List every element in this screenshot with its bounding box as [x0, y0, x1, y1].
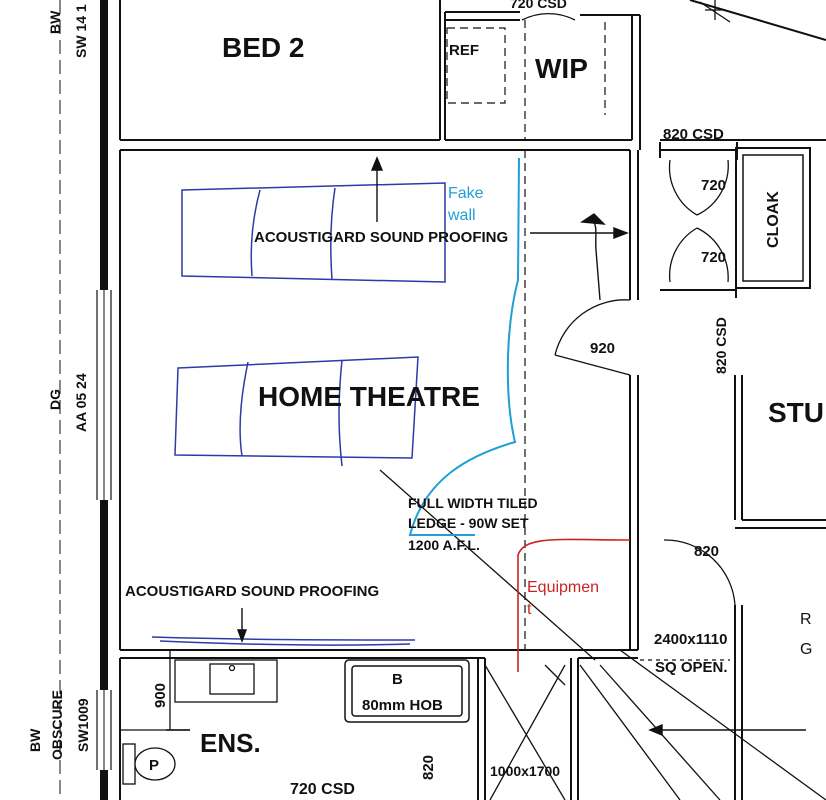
door-csd-820-top: 820 CSD [663, 126, 724, 143]
window-bw-top: BW [47, 10, 63, 34]
door-820: 820 [694, 543, 719, 560]
window-sw-top: SW 14 1 [73, 4, 89, 58]
room-labels: BED 2 REF WIP HOME THEATRE ENS. STU CLOA… [200, 32, 824, 758]
bath-fixture [344, 659, 470, 723]
window-aa: AA 05 24 [73, 373, 89, 432]
dashed-lines [446, 20, 730, 661]
fake-wall-sketch [408, 157, 520, 536]
window-obscure: OBSCURE [49, 690, 65, 760]
toilet-label: P [149, 757, 159, 774]
room-wip: WIP [535, 53, 588, 84]
door-labels: 720 CSD 820 CSD 720 720 920 820 CSD 820 … [290, 0, 729, 798]
annotation-arrows [166, 156, 806, 737]
room-study-partial: STU [768, 397, 824, 428]
acoustic-panel-sketch [151, 182, 446, 646]
equipment-label-1: Equipmen [527, 579, 599, 596]
annotation-labels: ACOUSTIGARD SOUND PROOFING ACOUSTIGARD S… [125, 229, 812, 779]
door-csd-bottom: 720 CSD [290, 781, 355, 798]
equipment-label-2: t [527, 601, 532, 618]
window-sw-bottom: SW1009 [75, 698, 91, 752]
ledge-line-3: 1200 A.F.L. [408, 537, 480, 553]
room-ens: ENS. [200, 728, 261, 758]
vanity-fixture [120, 650, 278, 731]
shower-size: 1000x1700 [490, 763, 560, 779]
toilet-fixture [122, 743, 176, 785]
window-dg: DG [47, 389, 63, 410]
sound-proofing-top: ACOUSTIGARD SOUND PROOFING [254, 229, 508, 246]
door-csd-top: 720 CSD [510, 0, 567, 11]
window-marks [699, 0, 731, 23]
partial-r: R [800, 611, 812, 628]
exterior-walls [59, 0, 112, 800]
opening-size: 2400x1110 [654, 631, 727, 648]
window-labels: BW SW 14 1 DG AA 05 24 BW OBSCURE SW1009 [27, 4, 91, 760]
dim-900: 900 [152, 683, 169, 708]
opening-type: SQ OPEN. [655, 659, 728, 676]
ledge-line-2: LEDGE - 90W SET [408, 515, 529, 531]
door-cloak-720-a: 720 [701, 177, 726, 194]
window-bw-bottom: BW [27, 728, 43, 752]
door-920: 920 [590, 340, 615, 357]
partial-g: G [800, 641, 812, 658]
door-swings [379, 13, 826, 800]
bath-label: B [392, 671, 403, 688]
ledge-line-1: FULL WIDTH TILED [408, 495, 538, 511]
dim-820-bottom: 820 [420, 755, 437, 780]
room-home-theatre: HOME THEATRE [258, 381, 480, 412]
room-cloak: CLOAK [765, 191, 782, 248]
interior-walls [119, 0, 826, 800]
room-bed2: BED 2 [222, 32, 304, 63]
handwritten-labels: Fake wall Equipmen t [447, 185, 599, 618]
equipment-sketch [517, 538, 631, 672]
fake-wall-label-2: wall [447, 207, 476, 224]
sound-proofing-bottom: ACOUSTIGARD SOUND PROOFING [125, 583, 379, 600]
door-csd-820-right: 820 CSD [713, 317, 729, 374]
bath-hob: 80mm HOB [362, 697, 443, 714]
fake-wall-label-1: Fake [448, 185, 484, 202]
room-ref: REF [449, 42, 479, 59]
door-cloak-720-b: 720 [701, 249, 726, 266]
